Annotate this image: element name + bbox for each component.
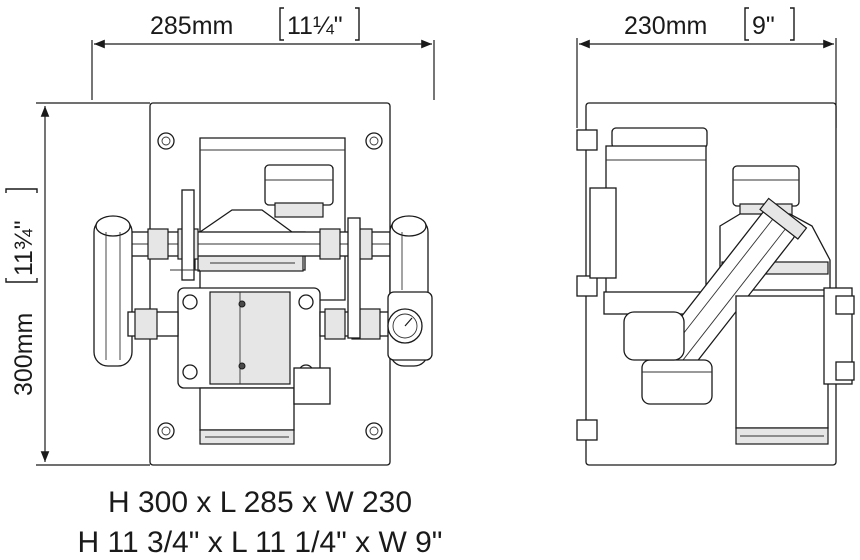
front-width-dimension: 285mm 11¼" [91, 7, 435, 100]
side-width-metric: 230mm [624, 12, 707, 40]
front-width-metric: 285mm [150, 12, 233, 40]
front-height-dimension: 300mm 11¾" [5, 102, 150, 466]
side-width-dimension: 230mm 9" [576, 7, 837, 128]
front-width-imperial: 11¼" [287, 12, 343, 40]
mounting-bolts [157, 132, 383, 440]
front-height-metric: 300mm [10, 313, 38, 396]
caption-metric: H 300 x L 285 x W 230 [107, 486, 413, 519]
side-width-imperial: 9" [752, 12, 775, 40]
front-height-imperial: 11¾" [10, 220, 38, 276]
front-view-pump [93, 102, 433, 466]
side-view-pump [576, 102, 855, 466]
caption-imperial: H 11 3/4" x L 11 1/4" x W 9" [77, 526, 443, 559]
